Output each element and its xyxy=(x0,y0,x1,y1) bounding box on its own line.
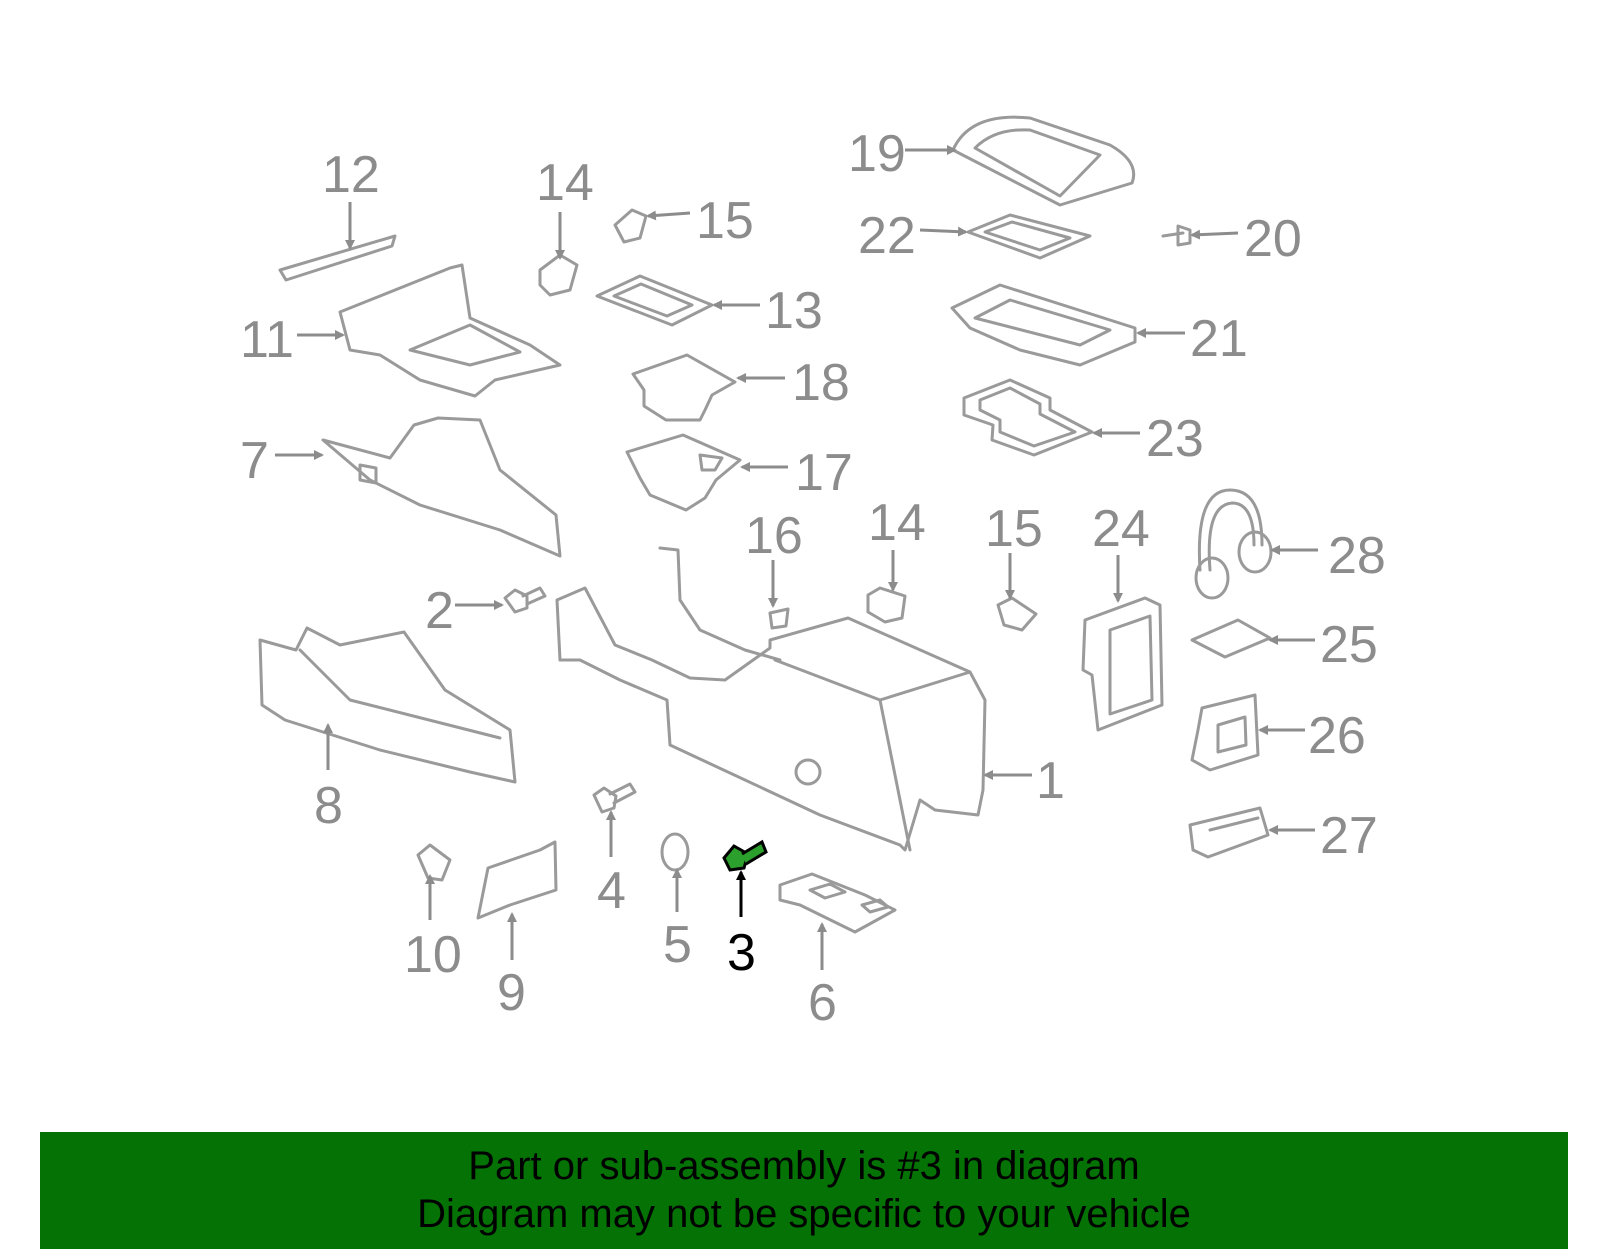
callout-12: 12 xyxy=(322,146,380,204)
callout-19: 19 xyxy=(848,125,906,183)
callout-5: 5 xyxy=(663,916,692,974)
part-6-bracket xyxy=(778,872,897,934)
callout-8: 8 xyxy=(314,777,343,835)
callout-28: 28 xyxy=(1328,527,1386,585)
callout-15-lower: 15 xyxy=(985,500,1043,558)
part-11-shifter-trim xyxy=(338,263,562,398)
callout-21: 21 xyxy=(1190,310,1248,368)
leader-arrows xyxy=(275,145,1318,970)
banner-line-2: Diagram may not be specific to your vehi… xyxy=(417,1192,1191,1236)
part-3-bolt-highlighted[interactable] xyxy=(722,839,768,872)
callout-27: 27 xyxy=(1320,807,1378,865)
part-19-armrest-lid xyxy=(951,115,1136,207)
callout-14: 14 xyxy=(536,154,594,212)
callout-14-lower: 14 xyxy=(868,494,926,552)
part-18-cup-holder xyxy=(631,353,737,422)
callout-1: 1 xyxy=(1036,752,1065,810)
callout-20: 20 xyxy=(1244,210,1302,268)
callout-24: 24 xyxy=(1092,500,1150,558)
part-23-mat xyxy=(962,378,1094,457)
callout-23: 23 xyxy=(1146,410,1204,468)
callout-3-highlighted: 3 xyxy=(727,924,756,982)
callout-labels: 12 14 15 19 22 20 11 13 21 18 7 23 17 16… xyxy=(240,125,1386,1032)
part-4-bolt xyxy=(592,782,637,814)
part-7-side-panel xyxy=(321,416,562,558)
callout-6: 6 xyxy=(808,974,837,1032)
part-17-insert xyxy=(625,433,742,512)
part-25-card xyxy=(1190,618,1272,659)
part-14-cap-lower xyxy=(866,586,907,624)
callout-10: 10 xyxy=(404,926,462,984)
part-27-tray xyxy=(1188,806,1270,859)
callout-16: 16 xyxy=(745,507,803,565)
part-13-bezel xyxy=(595,274,714,327)
banner-line-1: Part or sub-assembly is #3 in diagram xyxy=(468,1144,1140,1188)
part-12-trim-strip xyxy=(278,234,397,282)
callout-25: 25 xyxy=(1320,616,1378,674)
callout-22: 22 xyxy=(858,207,916,265)
part-2-bolt xyxy=(503,586,547,614)
part-22-pad xyxy=(966,213,1092,260)
part-15-clip-lower xyxy=(996,596,1038,632)
callout-11: 11 xyxy=(240,311,294,369)
part-21-storage-bin xyxy=(950,283,1137,367)
part-24-bracket xyxy=(1081,596,1164,732)
callout-18: 18 xyxy=(792,354,850,412)
part-28-headphones xyxy=(1194,488,1273,600)
callout-13: 13 xyxy=(765,282,823,340)
callout-26: 26 xyxy=(1308,707,1366,765)
part-5-grommet xyxy=(660,832,690,872)
part-26-module xyxy=(1190,693,1260,772)
part-1-main-console xyxy=(555,546,987,852)
part-8-lower-panel xyxy=(258,626,517,784)
part-20-screw xyxy=(1161,224,1192,247)
callout-15: 15 xyxy=(696,192,754,250)
part-15-clip xyxy=(613,208,648,244)
part-9-bracket xyxy=(476,840,558,920)
part-10-plug xyxy=(416,843,452,882)
callout-9: 9 xyxy=(497,964,526,1022)
part-14-cap xyxy=(538,253,579,297)
info-banner: Part or sub-assembly is #3 in diagram Di… xyxy=(40,1132,1568,1249)
callout-7: 7 xyxy=(240,432,269,490)
callout-2: 2 xyxy=(425,582,454,640)
callout-4: 4 xyxy=(597,862,626,920)
part-16-clip xyxy=(768,607,790,630)
callout-17: 17 xyxy=(795,444,853,502)
